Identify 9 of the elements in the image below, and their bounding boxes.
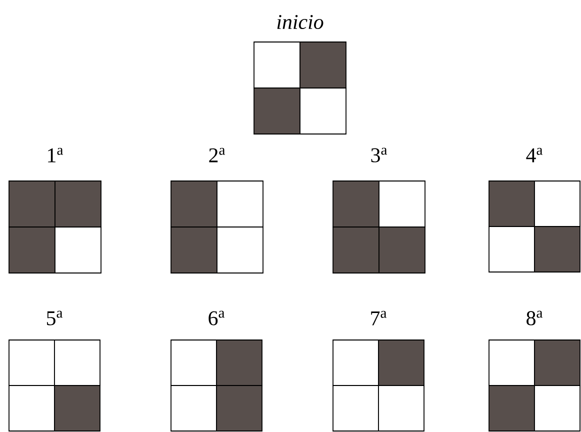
square-label: 1$^{a}$	[48, 148, 64, 162]
square-label: 8$^{a}$	[526, 310, 543, 326]
square-label: 4$^{a}$	[526, 148, 543, 162]
square-label: 2$^{a}$	[209, 148, 226, 162]
square-label: 7$^{a}$	[371, 310, 387, 326]
square-label: 3$^{a}$	[371, 148, 388, 162]
square-label: 5$^{a}$	[47, 310, 63, 326]
square-label: inicio	[277, 14, 324, 30]
square-label: 6$^{a}$	[208, 310, 225, 326]
